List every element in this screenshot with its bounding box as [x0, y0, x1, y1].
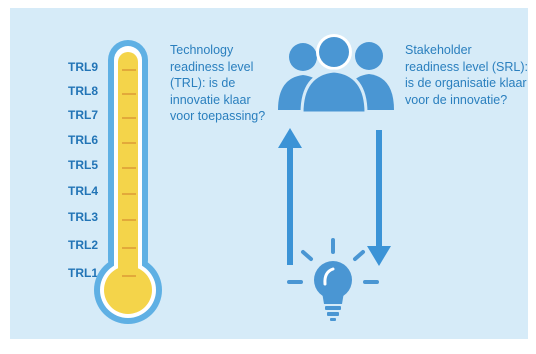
srl-description: Stakeholder readiness level (SRL): is de…	[405, 43, 528, 107]
thermometer-ticks	[122, 69, 136, 277]
trl-label: TRL3	[68, 210, 98, 224]
trl-label: TRL1	[68, 266, 98, 280]
trl-label: TRL2	[68, 238, 98, 252]
trl-label: TRL4	[68, 184, 98, 198]
lightbulb-icon	[287, 238, 379, 321]
trl-description: Technology readiness level (TRL): is de …	[170, 43, 266, 123]
trl-label: TRL5	[68, 158, 98, 172]
trl-label: TRL8	[68, 84, 98, 98]
people-group-icon	[278, 34, 394, 115]
trl-label: TRL7	[68, 108, 98, 122]
trl-label: TRL9	[68, 60, 98, 74]
arrow-down-icon	[367, 130, 391, 266]
arrow-up-icon	[278, 128, 302, 265]
thermometer-icon	[94, 40, 162, 324]
trl-label: TRL6	[68, 133, 98, 147]
